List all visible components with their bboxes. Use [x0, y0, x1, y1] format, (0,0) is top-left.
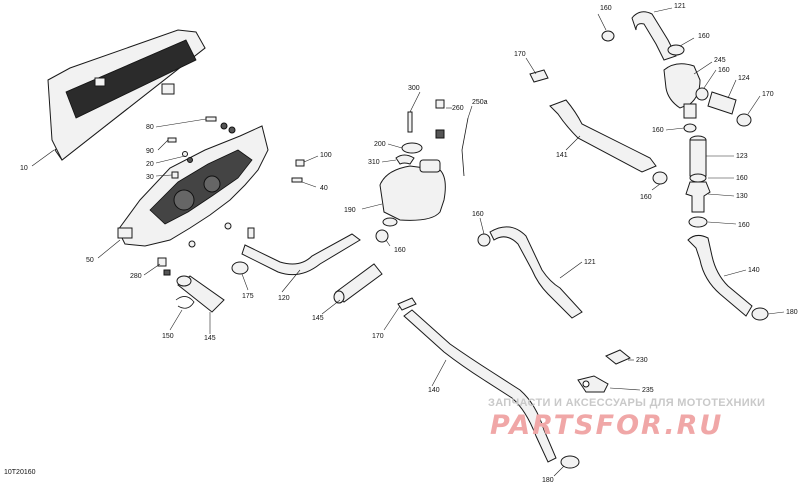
callout-clamp-160-hose141: 160: [640, 194, 652, 201]
thermostat-assembly: [601, 11, 752, 133]
callout-bolt-260: 260: [452, 105, 464, 112]
callout-clamp-175: 175: [242, 293, 254, 300]
reservoir-hardware: [395, 99, 469, 177]
callout-bracket-235: 235: [642, 387, 654, 394]
callout-hose-145-mid: 145: [312, 315, 324, 322]
callout-clamp-170-right: 170: [762, 91, 774, 98]
reservoir-clamp: [375, 229, 389, 243]
radiator: [47, 29, 206, 161]
callout-thermostat-245: 245: [714, 57, 726, 64]
watermark-tagline: ЗАПЧАСТИ И АКСЕССУАРЫ ДЛЯ МОТОТЕХНИКИ: [488, 397, 766, 409]
left-lower-parts: [157, 257, 225, 313]
callout-radiator-bracket: 50: [86, 257, 94, 264]
callout-fitting-130: 130: [736, 193, 748, 200]
callout-clamp-180-right: 180: [786, 309, 798, 316]
pipe-123-fitting-130: [685, 135, 711, 228]
hose-140-right: [687, 234, 769, 321]
callout-reservoir-190: 190: [344, 207, 356, 214]
callout-hose-140-right: 140: [748, 267, 760, 274]
callout-clamp-160-mid-right: 160: [652, 127, 664, 134]
document-id: 10T20160: [4, 469, 36, 476]
callout-nut-20: 20: [146, 161, 154, 168]
callout-hose-124: 124: [738, 75, 750, 82]
callout-hose-145-left: 145: [204, 335, 216, 342]
callout-clamp-160-top-right: 160: [698, 33, 710, 40]
callout-hose-141: 141: [556, 152, 568, 159]
coolant-reservoir: [379, 159, 446, 227]
callout-hose-121-mid: 121: [584, 259, 596, 266]
callout-clip-170-mid: 170: [372, 333, 384, 340]
callout-bolt-30: 30: [146, 174, 154, 181]
callout-cap-200: 200: [374, 141, 386, 148]
hose-120: [231, 227, 361, 276]
callout-hose-140-bottom: 140: [428, 387, 440, 394]
callout-hose-250a: 250a: [472, 99, 488, 106]
hose-140-bottom: [397, 297, 580, 469]
brackets-230-235: [577, 349, 631, 393]
callout-clamp-160-lower-right: 160: [738, 222, 750, 229]
callout-bracket-230: 230: [636, 357, 648, 364]
callout-clamp-160-right: 160: [718, 67, 730, 74]
callout-screw-100: 100: [320, 152, 332, 159]
callout-hose-120: 120: [278, 295, 290, 302]
callout-clamp-180-bottom: 180: [542, 477, 554, 484]
radiator-bracket: [117, 125, 269, 248]
hose-141: [529, 69, 668, 185]
callout-clip-170-top: 170: [514, 51, 526, 58]
callout-clamp-160-top-left: 160: [600, 5, 612, 12]
callout-clip-310: 310: [368, 159, 380, 166]
callout-washer-90: 90: [146, 148, 154, 155]
callout-hose-121-top: 121: [674, 3, 686, 10]
hose-121-mid: [477, 226, 583, 319]
callout-clamp-160-hose121: 160: [472, 211, 484, 218]
hose-145-mid: [333, 263, 383, 304]
callout-pipe-123: 123: [736, 153, 748, 160]
callout-clamp-160-pipe: 160: [736, 175, 748, 182]
callout-bolt-300: 300: [408, 85, 420, 92]
callout-screw-280: 280: [130, 273, 142, 280]
callout-radiator: 10: [20, 165, 28, 172]
callout-clamp-150: 150: [162, 333, 174, 340]
callout-screw-40: 40: [320, 185, 328, 192]
watermark-logo: PARTSFOR.RU: [490, 410, 724, 441]
callout-screw-80: 80: [146, 124, 154, 131]
callout-clamp-160-reservoir: 160: [394, 247, 406, 254]
